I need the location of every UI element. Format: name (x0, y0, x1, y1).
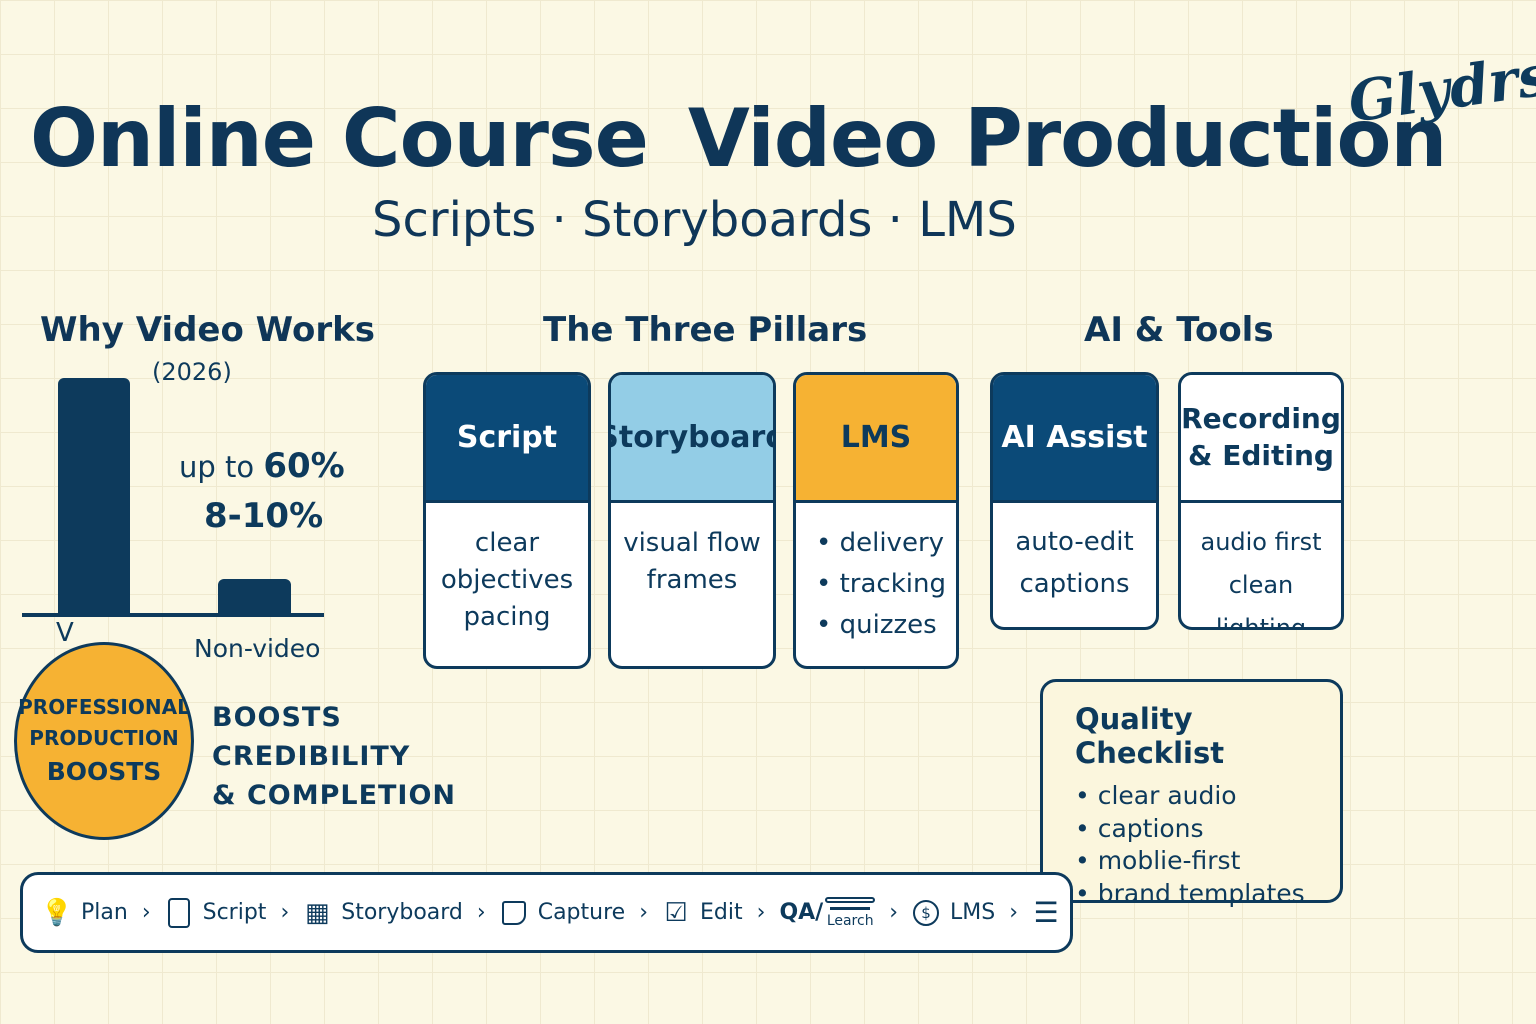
step-lms[interactable]: LMS (950, 900, 996, 925)
stat-nonvideo: 8-10% (204, 496, 324, 536)
year-label: (2026) (152, 358, 232, 386)
chevron-right-icon: › (1009, 900, 1019, 925)
logo: Glydrs (1344, 42, 1536, 136)
tools-title: AI & Tools (1084, 310, 1274, 350)
step-qa[interactable]: QA/ (779, 900, 824, 925)
step-edit[interactable]: Edit (700, 900, 743, 925)
label-video: V (56, 618, 74, 648)
bar-video (58, 378, 130, 614)
lightbulb-icon: 💡 (40, 897, 74, 928)
professional-production-badge: PROFESSIONAL PRODUCTION BOOSTS (14, 642, 194, 840)
step-plan[interactable]: Plan (81, 900, 128, 925)
step-capture[interactable]: Capture (537, 900, 626, 925)
dollar-icon: $ (912, 896, 940, 930)
lines-icon: Learch (825, 897, 876, 928)
chevron-right-icon: › (280, 900, 290, 925)
quality-checklist: Quality Checklist clear audiocaptionsmob… (1040, 679, 1343, 908)
x-axis (22, 613, 324, 617)
step-storyboard[interactable]: Storyboard (341, 900, 463, 925)
chevron-right-icon: › (889, 900, 899, 925)
chevron-right-icon: › (639, 900, 649, 925)
grid-icon: ▦ (304, 897, 330, 928)
step-script[interactable]: Script (202, 900, 267, 925)
why-video-title: Why Video Works (40, 310, 375, 350)
workflow-bar: 💡 Plan › Script › ▦ Storyboard › Capture › ☑ Ed… (20, 872, 1073, 953)
pillars-title: The Three Pillars (543, 310, 868, 350)
chevron-right-icon: › (141, 900, 151, 925)
page-subtitle: Scripts · Storyboards · LMS (372, 192, 1017, 248)
note-icon (500, 896, 528, 930)
chevron-right-icon: › (476, 900, 486, 925)
checkbox-icon: ☑ (664, 897, 688, 928)
document-icon (165, 896, 193, 930)
label-nonvideo: Non-video (194, 634, 321, 663)
pillar-card-lms: LMS • delivery• tracking• quizzes (793, 372, 959, 669)
bar-nonvideo (218, 578, 291, 614)
sliders-icon[interactable]: ☰ (1033, 896, 1059, 929)
chevron-right-icon: › (756, 900, 766, 925)
stat-video: up to 60% (179, 446, 345, 486)
